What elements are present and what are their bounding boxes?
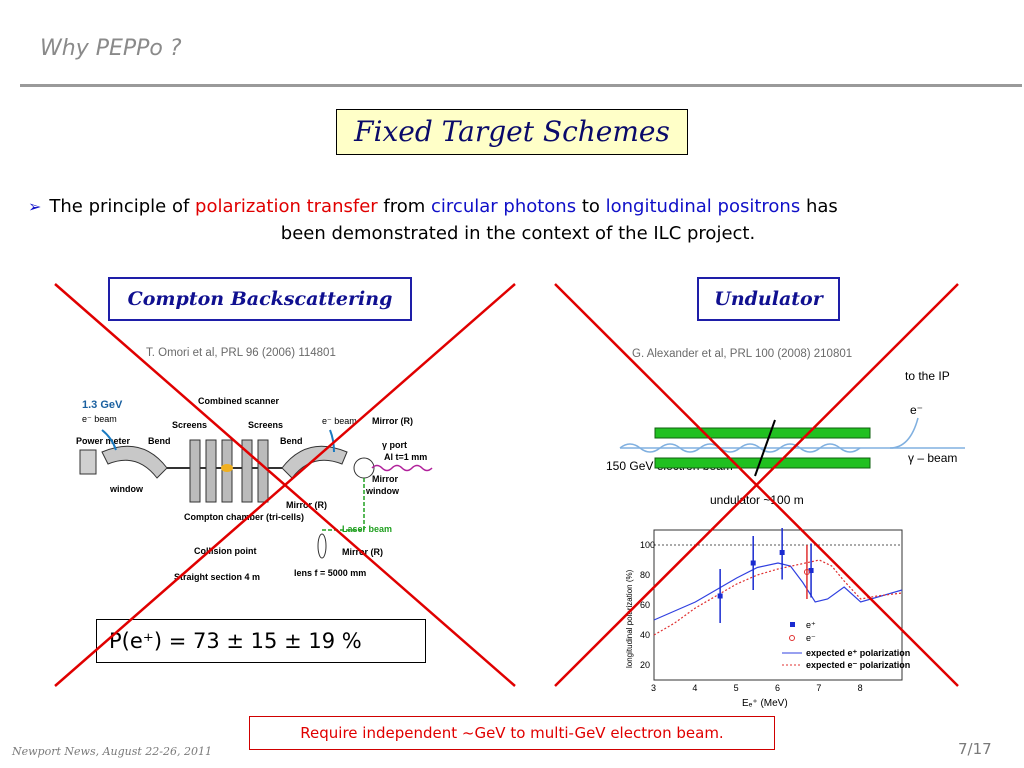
lens-shape <box>317 533 327 559</box>
x-tick-label-3: 6 <box>775 683 780 693</box>
slide-title: Why PEPPo ? <box>40 36 182 61</box>
mirror-top-label: Mirror (R) <box>372 416 413 426</box>
undulator-length-label: undulator ~100 m <box>710 493 804 507</box>
window-label: window <box>109 484 144 494</box>
bend-right-label: Bend <box>280 436 303 446</box>
mirror-circle <box>353 457 375 479</box>
chamber-stack <box>189 439 269 503</box>
combined-scanner-label: Combined scanner <box>198 396 280 406</box>
bullet-arrow-icon: ➢ <box>28 197 42 216</box>
bullet-highlight-positrons: longitudinal positrons <box>605 196 801 217</box>
to-ip-label: to the IP <box>905 369 950 383</box>
footer-text: Newport News, August 22-26, 2011 <box>12 745 212 758</box>
gamma-beam-label: γ – beam <box>908 451 957 465</box>
lens-label: lens f = 5000 mm <box>294 568 366 578</box>
bullet-point: ➢The principle of polarization transfer … <box>28 193 1008 247</box>
title-divider <box>20 84 1022 87</box>
bullet-highlight-photons: circular photons <box>431 196 577 217</box>
laser-path <box>322 478 365 531</box>
y-tick-label-0: 20 <box>640 660 650 670</box>
power-meter-label: Power meter <box>76 436 131 446</box>
power-meter-shape <box>79 449 97 475</box>
bend-left-shape <box>101 445 168 479</box>
y-tick-label-2: 60 <box>640 600 650 610</box>
collision-point-label: Collision point <box>194 546 257 556</box>
mirror-label: Mirror <box>372 474 399 484</box>
bullet-highlight-polarization: polarization transfer <box>195 196 378 217</box>
bullet-text-3: from <box>377 196 432 217</box>
gamma-port-label: γ port <box>382 440 407 450</box>
result-box: P(e⁺) = 73 ± 15 ± 19 % <box>96 619 426 663</box>
undulator-label-box: Undulator <box>697 277 840 321</box>
legend-expected-positron: expected e⁺ polarization <box>806 648 910 658</box>
y-axis-label: longitudinal polarization (%) <box>625 569 634 668</box>
requirement-box: Require independent ~GeV to multi-GeV el… <box>249 716 775 750</box>
compton-diagram: 1.3 GeV e⁻ beam Power meter window Bend … <box>76 396 433 582</box>
legend-expected-electron: expected e⁻ polarization <box>806 660 910 670</box>
x-tick-label-2: 5 <box>734 683 739 693</box>
magnet-row-bottom <box>654 457 871 469</box>
gamma-wave <box>371 464 433 472</box>
x-tick-label-4: 7 <box>816 683 821 693</box>
mirror-mid-label: Mirror (R) <box>286 500 327 510</box>
legend-electron: e⁻ <box>806 633 816 643</box>
compton-reference: T. Omori et al, PRL 96 (2006) 114801 <box>146 347 336 359</box>
magnet-row-top <box>654 427 871 439</box>
y-tick-label-3: 80 <box>640 570 650 580</box>
x-tick-label-0: 3 <box>651 683 656 693</box>
bullet-text-7: has <box>800 196 838 217</box>
screens-right-label: Screens <box>248 420 283 430</box>
polarization-chart: 3 4 5 6 7 8 20 40 60 80 100 longitudinal polarizat… <box>625 528 910 709</box>
y-tick-label-1: 40 <box>640 630 650 640</box>
ebeam-right-label: e⁻ beam <box>322 416 357 426</box>
screens-left-label: Screens <box>172 420 207 430</box>
bend-right-shape <box>281 445 348 479</box>
x-tick-label-5: 8 <box>858 683 863 693</box>
heading-box: Fixed Target Schemes <box>336 109 688 155</box>
undulator-diagram: to the IP e⁻ 150 GeV electron beam γ – b… <box>606 369 965 507</box>
positron-point-2 <box>779 550 785 555</box>
e-minus-label: e⁻ <box>910 403 923 417</box>
bullet-text-5: to <box>576 196 606 217</box>
bullet-text-8: been demonstrated in the context of the … <box>280 223 756 244</box>
mirror-low-label: Mirror (R) <box>342 547 383 557</box>
legend-positron: e⁺ <box>806 620 816 630</box>
electron-deflect <box>889 417 919 449</box>
page-number: 7/17 <box>958 740 992 758</box>
positron-point-1 <box>750 560 756 566</box>
energy-label: 1.3 GeV <box>82 399 123 411</box>
compton-label-box: Compton Backscattering <box>108 277 412 321</box>
window-right-label: window <box>365 486 400 496</box>
x-tick-label-1: 4 <box>692 683 697 693</box>
undulator-reference: G. Alexander et al, PRL 100 (2008) 21080… <box>632 348 853 360</box>
laser-beam-label: Laser beam <box>342 524 392 534</box>
y-tick-label-4: 100 <box>640 540 655 550</box>
positron-point-0 <box>717 593 723 599</box>
al-label: Al t=1 mm <box>384 452 427 462</box>
bend-left-label: Bend <box>148 436 171 446</box>
bullet-text-1: The principle of <box>49 196 196 217</box>
ebeam-label: e⁻ beam <box>82 414 117 424</box>
x-axis-label: Eₑ⁺ (MeV) <box>742 698 788 709</box>
compton-chamber-label: Compton chamber (tri-cells) <box>184 512 304 522</box>
straight-section-label: Straight section 4 m <box>174 572 260 582</box>
